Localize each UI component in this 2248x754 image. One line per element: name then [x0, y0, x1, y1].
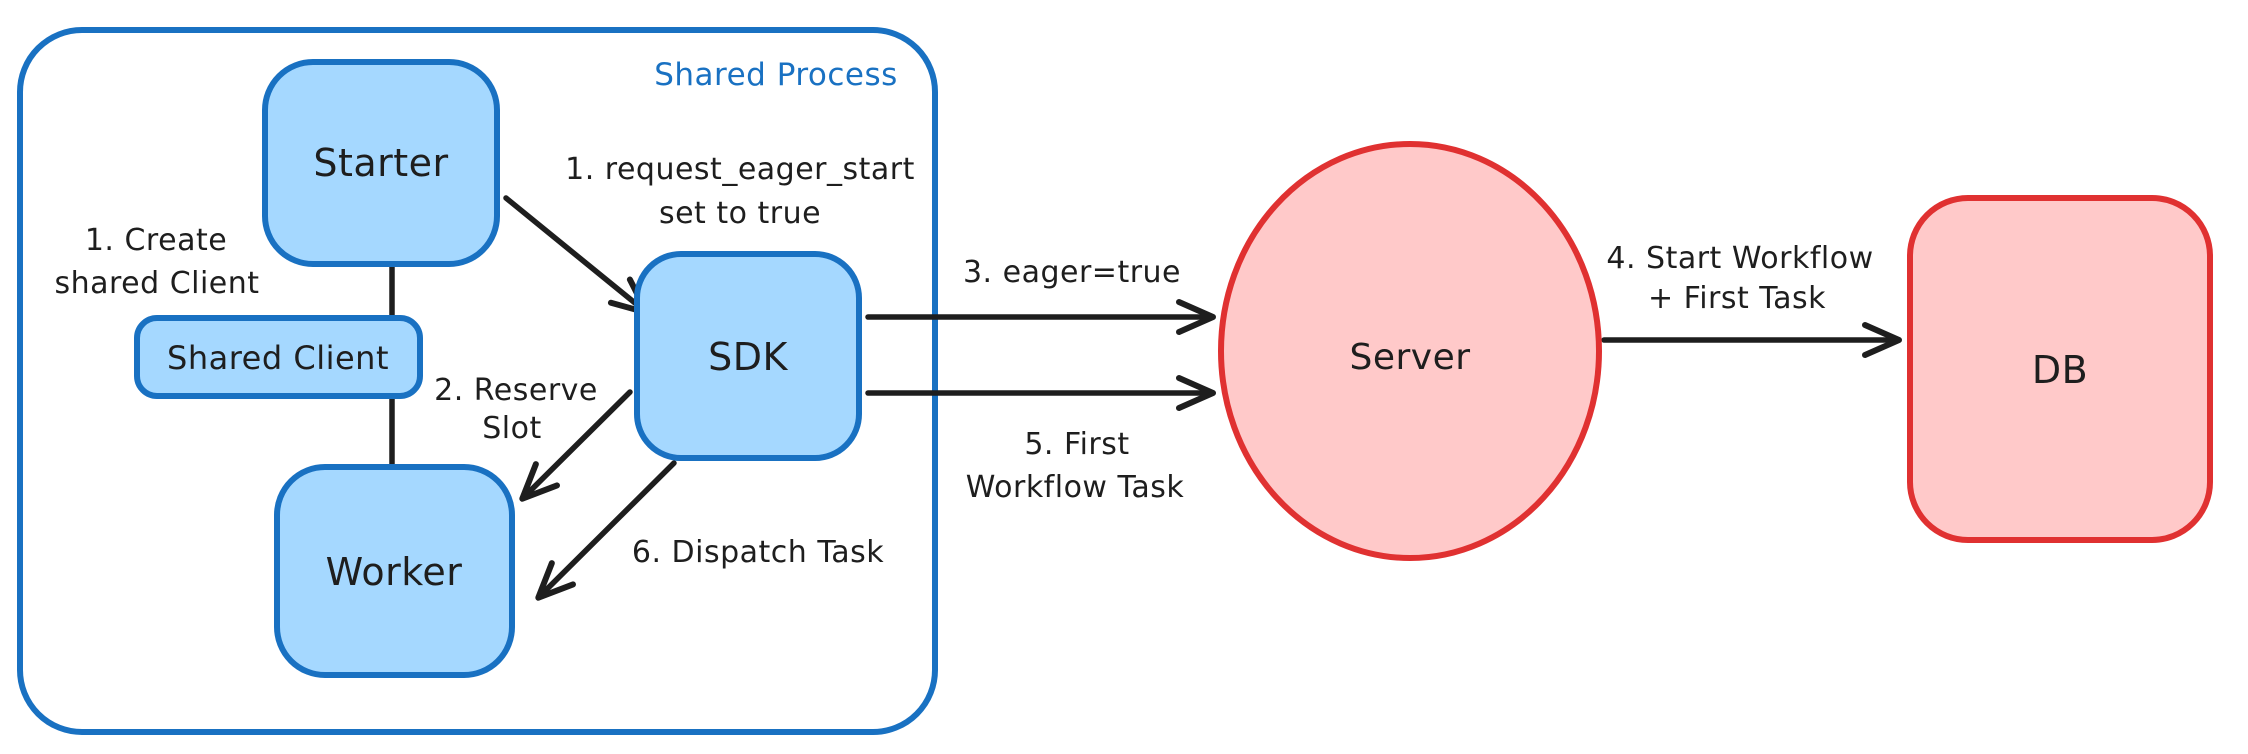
node-db-label: DB [2032, 348, 2088, 392]
node-worker-label: Worker [326, 550, 463, 594]
annotation-start-workflow-line1: 4. Start Workflow [1606, 241, 1873, 276]
annotation-reserve-slot-line1: 2. Reserve [434, 373, 598, 408]
arrow-sdk-to-worker-reserve [519, 389, 633, 502]
annotation-start-workflow-line2: + First Task [1648, 281, 1826, 316]
annotation-first-workflow-task-line1: 5. First [1024, 427, 1129, 462]
shared-process-container [17, 27, 938, 735]
node-starter [262, 59, 500, 267]
annotation-request-eager-start-line1: 1. request_eager_start [565, 152, 915, 187]
annotation-create-client-line2: shared Client [54, 266, 259, 301]
node-server [1218, 141, 1602, 561]
annotation-dispatch-task: 6. Dispatch Task [632, 535, 884, 570]
node-shared-client [134, 315, 423, 399]
node-sdk-label: SDK [708, 335, 788, 379]
annotation-reserve-slot-line2: Slot [482, 411, 542, 446]
node-db [1907, 195, 2213, 543]
node-worker [274, 464, 515, 678]
node-shared-client-label: Shared Client [167, 339, 389, 377]
annotation-first-workflow-task-line2: Workflow Task [966, 470, 1185, 505]
annotation-create-client-line1: 1. Create [85, 223, 227, 258]
shared-process-label: Shared Process [654, 57, 898, 93]
node-server-label: Server [1349, 337, 1470, 378]
annotation-request-eager-start-line2: set to true [659, 196, 821, 231]
arrow-sdk-to-worker-dispatch [535, 460, 677, 601]
annotation-eager-true: 3. eager=true [963, 255, 1181, 290]
node-sdk [634, 251, 862, 461]
arrow-starter-to-sdk [503, 195, 650, 316]
node-starter-label: Starter [313, 141, 448, 185]
